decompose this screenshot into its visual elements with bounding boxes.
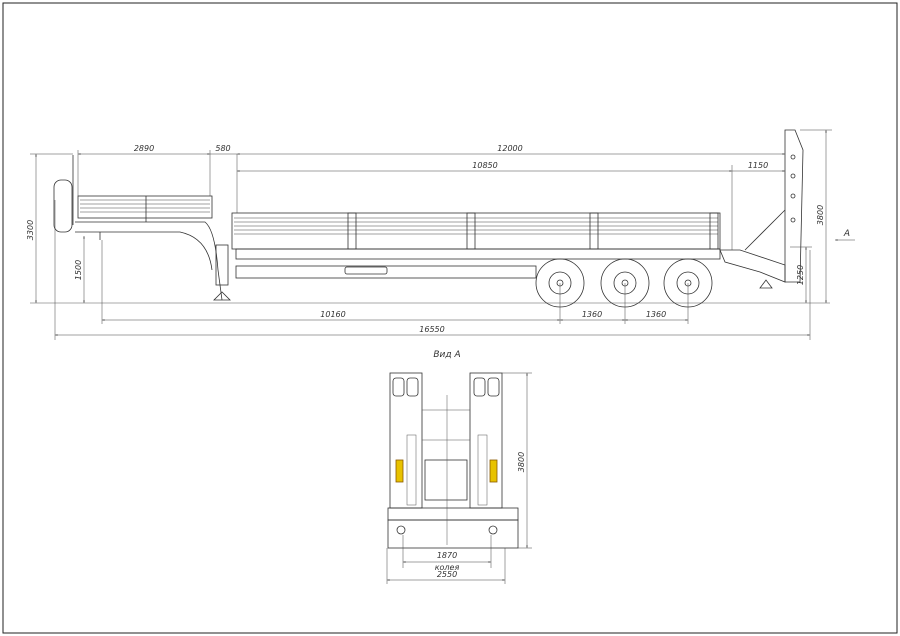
dim-10850: 10850 xyxy=(472,161,497,170)
dim-1360-b: 1360 xyxy=(646,310,666,319)
dim-580: 580 xyxy=(215,144,230,153)
left-ramp xyxy=(389,372,423,509)
front-view-title: Вид А xyxy=(433,350,460,360)
side-dimensions: 2890 580 12000 10850 1150 3300 1500 1016… xyxy=(26,129,855,340)
right-lamp xyxy=(489,459,498,483)
axle-wheels xyxy=(535,258,713,308)
dim-1870: 1870 xyxy=(437,551,457,560)
front-dimensions: 3800 1870 колея 2550 xyxy=(386,372,532,584)
right-spring xyxy=(477,434,488,506)
front-view xyxy=(387,372,519,549)
gooseneck-deck xyxy=(75,195,223,301)
front-dim-3800: 3800 xyxy=(517,452,526,472)
side-view xyxy=(30,129,830,308)
landing-leg xyxy=(215,244,229,286)
dim-12000: 12000 xyxy=(497,144,522,153)
dim-1150: 1150 xyxy=(748,161,768,170)
dim-1360-a: 1360 xyxy=(582,310,602,319)
dim-3800: 3800 xyxy=(816,205,825,225)
main-platform xyxy=(231,212,721,279)
dim-2550: 2550 xyxy=(437,570,457,579)
dim-1500: 1500 xyxy=(74,260,83,280)
left-spring xyxy=(406,434,417,506)
spare-wheel xyxy=(53,179,73,233)
loading-ramp xyxy=(719,129,804,289)
view-marker-a: A xyxy=(843,229,850,239)
track-label: колея xyxy=(435,563,460,572)
right-ramp xyxy=(469,372,503,509)
dim-2890: 2890 xyxy=(134,144,154,153)
dim-1250: 1250 xyxy=(796,265,805,285)
dim-16550: 16550 xyxy=(419,325,444,334)
dim-3300: 3300 xyxy=(26,220,35,240)
dim-10160: 10160 xyxy=(320,310,345,319)
left-lamp xyxy=(395,459,404,483)
